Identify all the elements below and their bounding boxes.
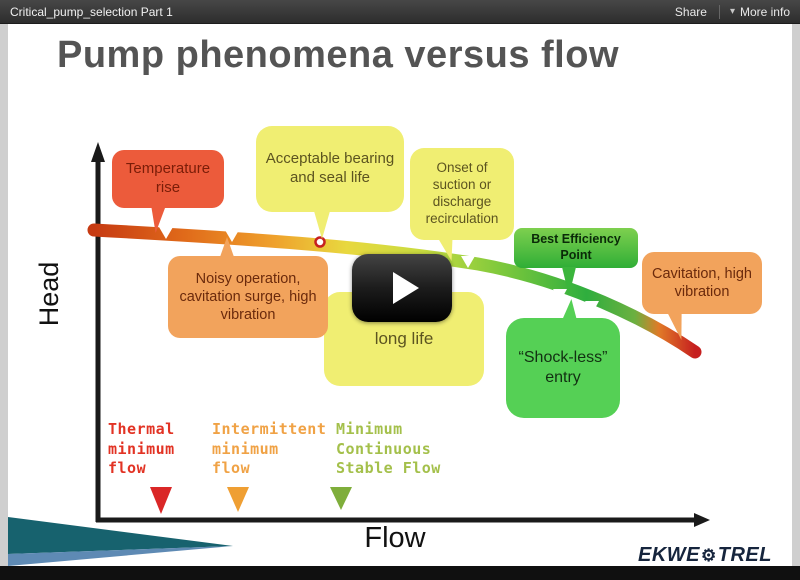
gear-icon: ⚙ [701,545,717,565]
callout-cavitation: Cavitation, high vibration [642,252,762,340]
callout-onset-recirculation: Onset of suction or discharge recirculat… [410,148,514,261]
callout-text: “Shock-less” entry [518,349,608,386]
y-axis-label: Head [34,261,64,327]
player-topbar: Critical_pump_selection Part 1 Share ▾ M… [0,0,800,24]
thermal-min-flow-arrow [150,487,172,514]
more-info-button[interactable]: More info [739,4,790,19]
intermittent-min-flow-arrow [227,487,249,512]
callout-text: Acceptable bearing and seal life [265,150,395,186]
slide: Pump phenomena versus flow [8,24,792,566]
x-axis-label: Flow [364,522,426,554]
slide-decoration-wedge-light [8,546,233,566]
callout-acceptable-bearing: Acceptable bearing and seal life [256,126,404,239]
callout-text: Onset of suction or discharge recirculat… [425,160,499,226]
callout-text: Noisy operation, cavitation surge, high … [179,270,317,324]
slide-decoration-wedge-dark [8,517,233,554]
callout-tail [220,237,234,257]
thermal-min-flow-label: Thermal minimum flow [108,420,175,477]
callout-text: Temperature rise [125,160,211,196]
min-continuous-stable-flow-label: Minimum Continuous Stable Flow [336,420,441,477]
video-title: Critical_pump_selection Part 1 [10,4,173,19]
callout-long-life: long life [324,292,484,386]
callout-tail [314,211,330,239]
logo-text-suffix: TREL [717,544,772,566]
callout-noisy-operation: Noisy operation, cavitation surge, high … [168,237,328,338]
x-axis-arrowhead [694,513,710,527]
callout-tail [562,299,580,319]
callout-text: Cavitation, high vibration [652,265,752,300]
callout-best-efficiency-point: Best Efficiency Point [514,228,638,296]
player-controls-bar[interactable] [0,566,800,580]
logo-text-prefix: EKWE [638,544,700,566]
curve-notch [225,230,239,242]
play-button[interactable] [352,254,452,322]
callout-text: Best Efficiency Point [531,232,621,262]
slide-title: Pump phenomena versus flow [57,34,619,76]
brand-logo: EKWE ⚙ TREL [638,544,786,566]
topbar-actions: Share ▾ More info [663,4,790,19]
y-axis-arrowhead [91,142,105,162]
logo-text: EKWE ⚙ TREL [638,544,786,566]
chevron-down-icon: ▾ [729,6,735,17]
curve-notch [461,256,475,268]
pump-curve [87,223,702,359]
chart-canvas [8,142,710,566]
callout-text: long life [374,329,434,348]
play-icon [393,272,419,304]
topbar-divider [718,4,720,19]
share-button[interactable]: Share [674,4,707,19]
curve-notch [585,301,599,314]
callout-shockless-entry: “Shock-less” entry [506,299,620,418]
min-continuous-flow-arrow [330,487,352,510]
callout-tail [148,207,166,233]
curve-notch [159,227,173,239]
intermittent-min-flow-label: Intermittent minimum flow [212,420,327,477]
callout-temperature-rise: Temperature rise [112,150,224,233]
callout-tail [562,267,576,296]
